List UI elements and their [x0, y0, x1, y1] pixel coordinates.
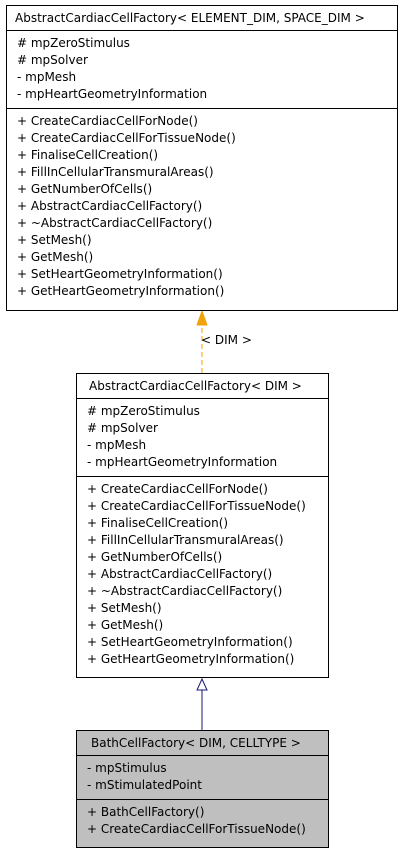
method-line: + GetMesh(): [17, 250, 94, 264]
method-line: + GetNumberOfCells(): [87, 550, 223, 564]
class-attributes: # mpZeroStimulus # mpSolver - mpMesh - m…: [77, 398, 328, 476]
template-edge-arrowhead: [196, 309, 208, 326]
method-line: + AbstractCardiacCellFactory(): [17, 199, 203, 213]
class-title: AbstractCardiacCellFactory< ELEMENT_DIM,…: [15, 11, 365, 25]
class-methods: + CreateCardiacCellForNode() + CreateCar…: [7, 108, 397, 305]
attribute-line: - mpHeartGeometryInformation: [17, 87, 208, 101]
class-title: AbstractCardiacCellFactory< DIM >: [89, 379, 302, 393]
class-methods: + BathCellFactory() + CreateCardiacCellF…: [77, 799, 328, 843]
method-line: + GetHeartGeometryInformation(): [87, 652, 295, 666]
class-title: BathCellFactory< DIM, CELLTYPE >: [91, 736, 301, 750]
method-line: + CreateCardiacCellForTissueNode(): [17, 131, 236, 145]
method-line: + GetMesh(): [87, 618, 164, 632]
attribute-line: # mpZeroStimulus: [17, 36, 130, 50]
method-line: + SetHeartGeometryInformation(): [87, 635, 293, 649]
class-methods: + CreateCardiacCellForNode() + CreateCar…: [77, 476, 328, 673]
attribute-line: - mpHeartGeometryInformation: [87, 455, 278, 469]
attribute-line: - mStimulatedPoint: [87, 778, 202, 792]
method-line: + CreateCardiacCellForNode(): [17, 114, 198, 128]
method-line: + BathCellFactory(): [87, 805, 205, 819]
attribute-line: - mpStimulus: [87, 761, 167, 775]
inheritance-edge-arrowhead: [196, 677, 208, 691]
method-line: + GetHeartGeometryInformation(): [17, 284, 225, 298]
method-line: + ~AbstractCardiacCellFactory(): [87, 584, 283, 598]
method-line: + SetMesh(): [87, 601, 162, 615]
method-line: + SetMesh(): [17, 233, 92, 247]
attribute-line: # mpZeroStimulus: [87, 404, 200, 418]
method-line: + FillInCellularTransmuralAreas(): [87, 533, 284, 547]
method-line: + AbstractCardiacCellFactory(): [87, 567, 273, 581]
attribute-line: - mpMesh: [87, 438, 147, 452]
method-line: + FinaliseCellCreation(): [17, 148, 159, 162]
method-line: + CreateCardiacCellForTissueNode(): [87, 822, 306, 836]
class-box-abstract-factory-element-space[interactable]: AbstractCardiacCellFactory< ELEMENT_DIM,…: [6, 5, 398, 311]
class-attributes: - mpStimulus - mStimulatedPoint: [77, 755, 328, 799]
method-line: + CreateCardiacCellForTissueNode(): [87, 499, 306, 513]
attribute-line: # mpSolver: [87, 421, 158, 435]
class-box-abstract-factory-dim[interactable]: AbstractCardiacCellFactory< DIM > # mpZe…: [76, 373, 329, 678]
method-line: + GetNumberOfCells(): [17, 182, 153, 196]
method-line: + ~AbstractCardiacCellFactory(): [17, 216, 213, 230]
method-line: + FinaliseCellCreation(): [87, 516, 229, 530]
method-line: + CreateCardiacCellForNode(): [87, 482, 268, 496]
method-line: + SetHeartGeometryInformation(): [17, 267, 223, 281]
attribute-line: - mpMesh: [17, 70, 77, 84]
class-box-bath-cell-factory[interactable]: BathCellFactory< DIM, CELLTYPE > - mpSti…: [76, 730, 329, 848]
attribute-line: # mpSolver: [17, 53, 88, 67]
class-attributes: # mpZeroStimulus # mpSolver - mpMesh - m…: [7, 30, 397, 108]
method-line: + FillInCellularTransmuralAreas(): [17, 165, 214, 179]
template-edge-label: < DIM >: [201, 333, 252, 347]
